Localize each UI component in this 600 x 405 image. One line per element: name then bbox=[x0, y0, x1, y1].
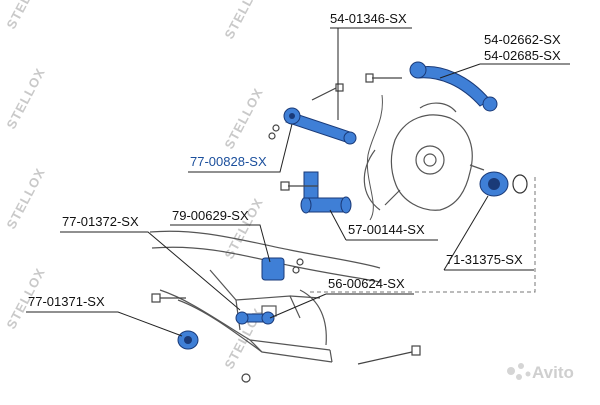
part-label: 79-00629-SX bbox=[172, 208, 249, 223]
logo-text: Avito bbox=[532, 363, 574, 382]
callout-77-01371: 77-01371-SX bbox=[26, 294, 183, 337]
watermark-left: STELLOX STELLOX STELLOX STELLOX bbox=[3, 0, 48, 331]
callout-54-02662: 54-02662-SX bbox=[484, 32, 561, 47]
part-label: 71-31375-SX bbox=[446, 252, 523, 267]
watermark-text: STELLOX bbox=[221, 0, 266, 41]
watermark-text: STELLOX bbox=[221, 85, 266, 151]
part-stabilizer-bush bbox=[261, 257, 285, 281]
part-label: 77-01371-SX bbox=[28, 294, 105, 309]
part-stabilizer-link bbox=[235, 311, 275, 325]
watermark-text: STELLOX bbox=[3, 165, 48, 231]
part-lower-arm-bushing bbox=[177, 330, 199, 350]
watermark-text: STELLOX bbox=[221, 195, 266, 261]
callout-79-00629: 79-00629-SX bbox=[170, 208, 271, 263]
brake-line bbox=[366, 94, 383, 221]
watermark-text: STELLOX bbox=[3, 65, 48, 131]
part-upper-link bbox=[283, 107, 357, 145]
watermark-text: STELLOX bbox=[3, 0, 48, 31]
logo: Avito bbox=[507, 363, 574, 382]
part-label: 77-00828-SX bbox=[190, 154, 267, 169]
callout-54-02685: 54-02685-SX bbox=[439, 48, 570, 79]
part-label: 54-02662-SX bbox=[484, 32, 561, 47]
part-toe-link bbox=[300, 171, 352, 214]
bolts bbox=[151, 73, 421, 383]
callout-54-01346: 54-01346-SX bbox=[330, 11, 412, 120]
wheel-carrier bbox=[363, 102, 485, 211]
callout-77-00828: 77-00828-SX bbox=[188, 123, 293, 173]
part-label: 54-01346-SX bbox=[330, 11, 407, 26]
part-label: 54-02685-SX bbox=[484, 48, 561, 63]
part-bushing bbox=[479, 171, 528, 197]
callout-56-00624: 56-00624-SX bbox=[269, 276, 414, 319]
part-label: 77-01372-SX bbox=[62, 214, 139, 229]
callout-71-31375: 71-31375-SX bbox=[443, 195, 534, 271]
dashed-frame bbox=[310, 175, 536, 293]
part-label: 56-00624-SX bbox=[328, 276, 405, 291]
callout-77-01372: 77-01372-SX bbox=[60, 214, 241, 311]
callout-57-00144: 57-00144-SX bbox=[329, 209, 438, 241]
part-upper-arm bbox=[409, 61, 498, 112]
part-label: 57-00144-SX bbox=[348, 222, 425, 237]
